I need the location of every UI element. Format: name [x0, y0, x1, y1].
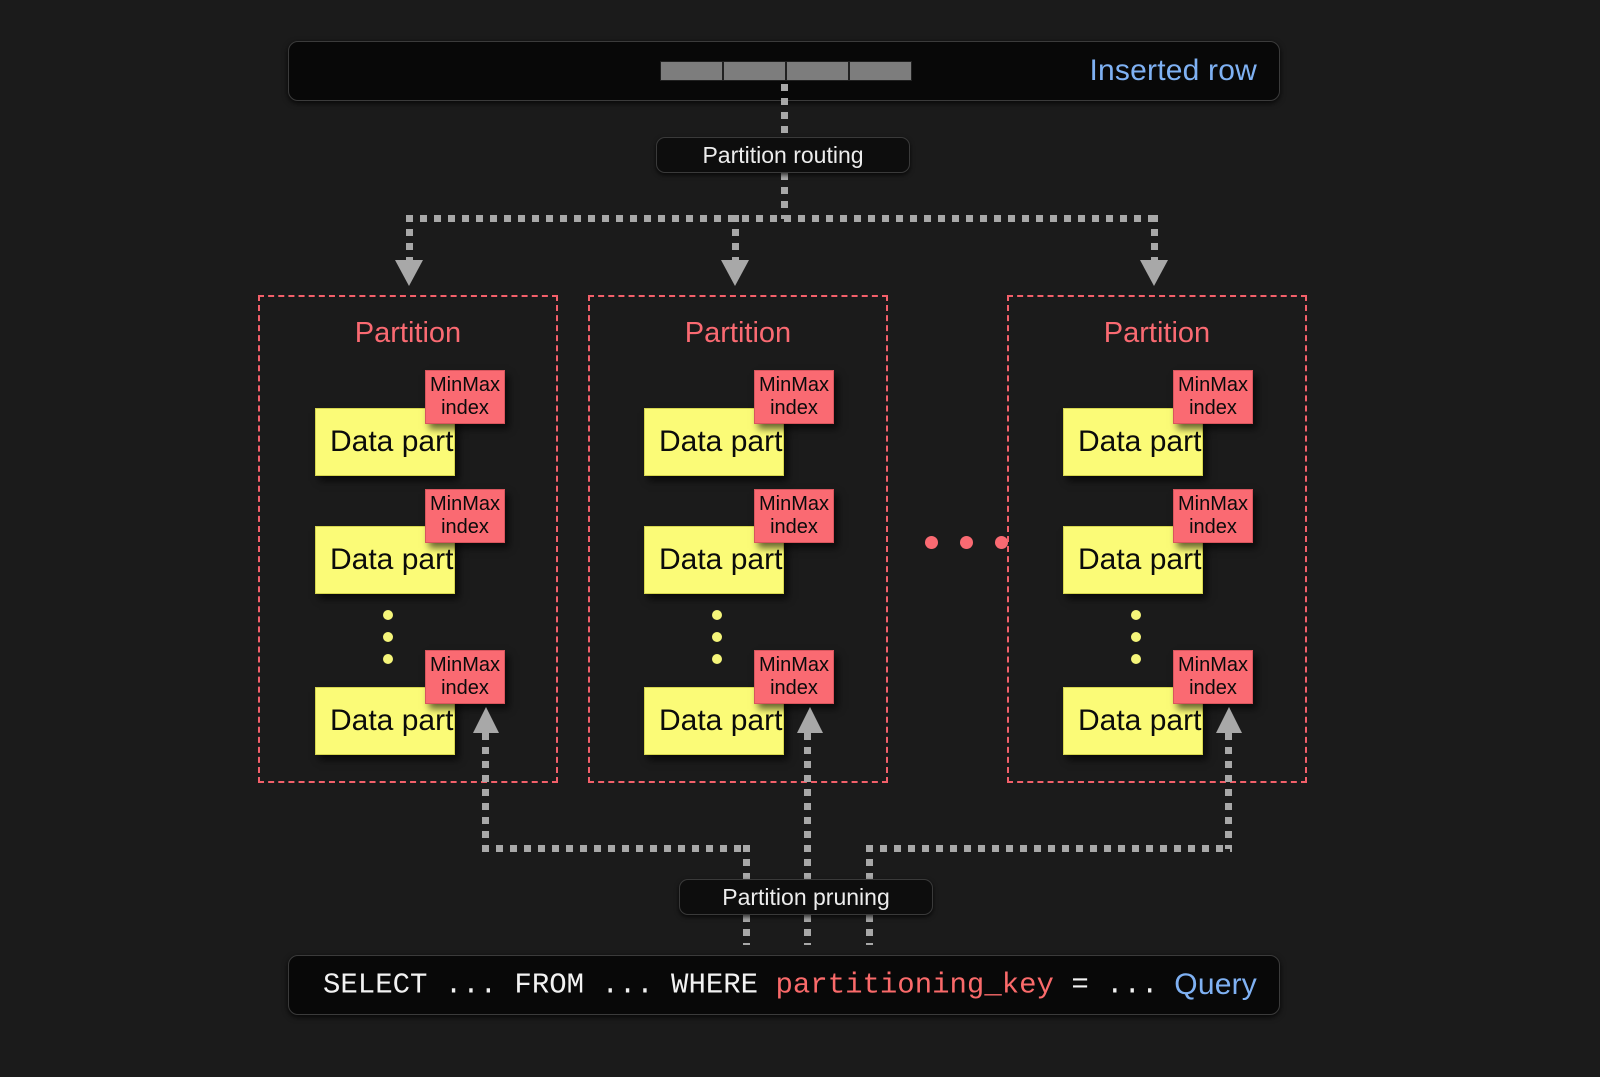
minmax-index-box: MinMax index [425, 650, 505, 704]
arrow-prune-to-partition-3 [1216, 707, 1242, 733]
connector-bus-to-partition-1 [406, 215, 413, 263]
connector-prune-up-1 [482, 733, 489, 849]
minmax-label-line2: index [1189, 397, 1237, 419]
query-banner: SELECT ... FROM ... WHERE partitioning_k… [288, 955, 1280, 1015]
minmax-label-line1: MinMax [1177, 373, 1248, 396]
partition-pruning-label: Partition pruning [722, 883, 890, 910]
partition-box-1: Partition [258, 295, 558, 783]
minmax-label-line2: index [1189, 516, 1237, 538]
parts-ellipsis [1131, 610, 1141, 676]
connector-prune-horizontal-left [482, 845, 750, 852]
data-part-label: Data part [330, 425, 454, 458]
minmax-label-line1: MinMax [429, 653, 500, 676]
minmax-label-line2: index [441, 516, 489, 538]
connector-prune-up-2 [804, 733, 811, 945]
partition-title: Partition [684, 317, 792, 349]
arrow-to-partition-1 [395, 260, 423, 286]
minmax-index-box: MinMax index [1173, 650, 1253, 704]
parts-ellipsis [383, 610, 393, 676]
minmax-label-line1: MinMax [1177, 653, 1248, 676]
row-cell [660, 61, 723, 81]
minmax-index-box: MinMax index [754, 489, 834, 543]
data-part-label: Data part [330, 704, 454, 737]
connector-insert-to-routing [781, 84, 788, 140]
partition-box-3: Partition [1007, 295, 1307, 783]
minmax-label-line2: index [1189, 677, 1237, 699]
data-part-label: Data part [1078, 704, 1202, 737]
minmax-label-line2: index [441, 397, 489, 419]
connector-prune-up-3 [1225, 733, 1232, 849]
query-partitioning-key: partitioning_key [775, 968, 1054, 1002]
data-part-box: Data part [315, 408, 455, 476]
arrow-to-partition-2 [721, 260, 749, 286]
minmax-index-box: MinMax index [1173, 370, 1253, 424]
partition-routing-box: Partition routing [656, 137, 910, 173]
query-prefix: SELECT ... FROM ... WHERE [323, 968, 776, 1002]
minmax-label-line2: index [770, 516, 818, 538]
partition-pruning-box: Partition pruning [679, 879, 933, 915]
minmax-label-line1: MinMax [1177, 492, 1248, 515]
inserted-row-label: Inserted row [1089, 54, 1257, 87]
minmax-label-line2: index [441, 677, 489, 699]
query-label: Query [1174, 968, 1257, 1001]
partition-box-2: Partition [588, 295, 888, 783]
data-part-label: Data part [330, 543, 454, 576]
partition-title: Partition [354, 317, 462, 349]
arrow-to-partition-3 [1140, 260, 1168, 286]
minmax-label-line1: MinMax [429, 492, 500, 515]
minmax-index-box: MinMax index [425, 370, 505, 424]
data-part-label: Data part [659, 704, 783, 737]
minmax-index-box: MinMax index [425, 489, 505, 543]
row-cell [849, 61, 912, 81]
arrow-prune-to-partition-2 [797, 707, 823, 733]
minmax-label-line2: index [770, 677, 818, 699]
minmax-index-box: MinMax index [754, 650, 834, 704]
connector-bus-to-partition-2 [732, 215, 739, 263]
data-part-label: Data part [659, 543, 783, 576]
row-cell [723, 61, 786, 81]
connector-prune-horizontal-right [866, 845, 1232, 852]
inserted-row-cells [660, 61, 912, 81]
connector-bus-to-partition-3 [1151, 215, 1158, 263]
minmax-label-line1: MinMax [758, 373, 829, 396]
partition-title: Partition [1103, 317, 1211, 349]
minmax-index-box: MinMax index [1173, 489, 1253, 543]
data-part-label: Data part [1078, 425, 1202, 458]
parts-ellipsis [712, 610, 722, 676]
row-cell [786, 61, 849, 81]
minmax-index-box: MinMax index [754, 370, 834, 424]
partition-routing-label: Partition routing [702, 141, 864, 168]
query-text: SELECT ... FROM ... WHERE partitioning_k… [323, 969, 1158, 1002]
arrow-prune-to-partition-1 [473, 707, 499, 733]
connector-routing-to-bus [781, 173, 788, 219]
data-part-label: Data part [1078, 543, 1202, 576]
connector-routing-bus [406, 215, 1158, 222]
data-part-box: Data part [1063, 526, 1203, 594]
minmax-label-line1: MinMax [758, 653, 829, 676]
query-suffix: = ... [1053, 968, 1159, 1002]
data-part-label: Data part [659, 425, 783, 458]
data-part-box: Data part [315, 687, 455, 755]
minmax-label-line1: MinMax [429, 373, 500, 396]
partitions-ellipsis [925, 536, 1008, 549]
minmax-label-line1: MinMax [758, 492, 829, 515]
data-part-box: Data part [1063, 687, 1203, 755]
minmax-label-line2: index [770, 397, 818, 419]
